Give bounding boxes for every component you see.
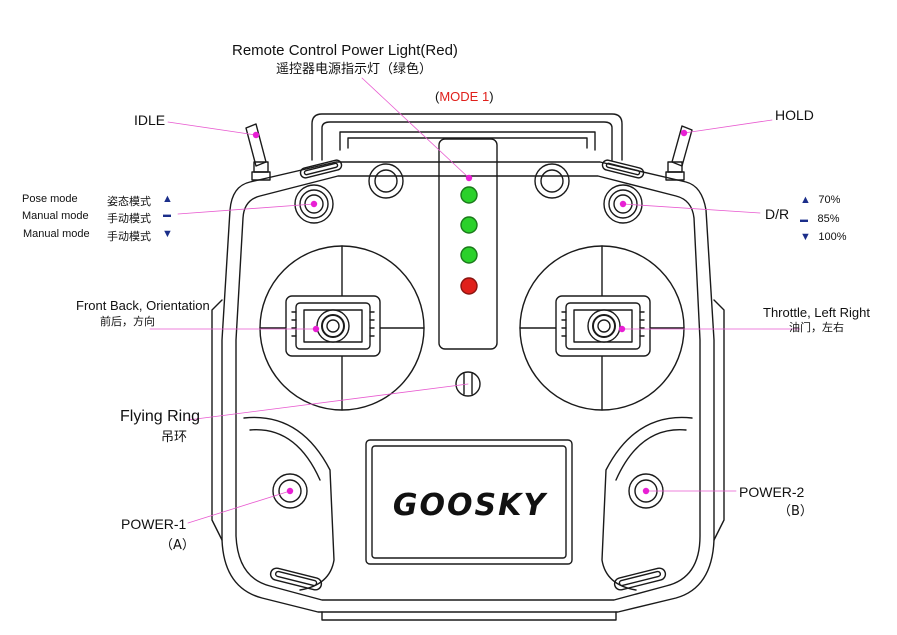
left-stick-label-cn: 前后，方向 xyxy=(100,315,155,328)
marker-power-1 xyxy=(286,487,294,495)
leader-lines xyxy=(149,77,801,524)
idle-switch xyxy=(245,123,271,181)
dr-item-value: 70% xyxy=(818,194,841,206)
carry-handle xyxy=(311,113,623,161)
power-light-title-cn: 遥控器电源指示灯（绿色） xyxy=(276,62,433,77)
led-green-2 xyxy=(460,216,478,234)
idle-label: IDLE xyxy=(134,112,166,128)
up-triangle-icon: ▲ xyxy=(800,194,811,206)
mode-item-en: Manual mode xyxy=(23,228,90,240)
power-1-sub: （A） xyxy=(160,538,195,553)
mode-item-en: Manual mode xyxy=(22,210,89,222)
controller-body xyxy=(211,161,725,621)
power-light-title: Remote Control Power Light(Red) xyxy=(232,42,458,59)
dr-switch-knob xyxy=(603,184,643,224)
led-panel xyxy=(438,138,498,350)
mode-item-cn: 手动模式 xyxy=(107,230,151,243)
mode-item-cn: 姿态模式 xyxy=(107,195,151,208)
dr-item-value: 100% xyxy=(818,231,847,243)
marker-hold xyxy=(680,129,688,137)
top-vents xyxy=(299,159,645,179)
dash-icon: ▬ xyxy=(163,210,171,219)
dr-item-70: ▲ 70% xyxy=(800,190,840,208)
up-triangle-icon: ▲ xyxy=(162,193,173,205)
led-red xyxy=(460,277,478,295)
flying-ring-label-cn: 吊环 xyxy=(161,430,188,445)
marker-right-stick xyxy=(618,325,626,333)
mode-item-en: Pose mode xyxy=(22,193,78,205)
markers xyxy=(252,129,688,495)
right-stick-label-cn: 油门，左右 xyxy=(789,321,844,334)
dr-label: D/R xyxy=(765,206,790,222)
dash-icon: ▬ xyxy=(800,215,808,224)
down-triangle-icon: ▼ xyxy=(162,228,173,240)
flying-ring-label: Flying Ring xyxy=(120,408,201,425)
dr-item-85: ▬ 85% xyxy=(800,209,839,227)
power-2-label: POWER-2 xyxy=(739,484,805,500)
mode-indicator: (MODE 1) xyxy=(435,90,494,103)
marker-dr-switch xyxy=(619,200,627,208)
mode-open: ( xyxy=(435,89,440,104)
mode-close: ) xyxy=(489,89,494,104)
hold-label: HOLD xyxy=(775,107,814,123)
right-gimbal xyxy=(519,245,685,411)
dr-item-value: 85% xyxy=(817,213,840,225)
flying-ring xyxy=(455,371,481,397)
led-green-1 xyxy=(460,186,478,204)
left-stick-label: Front Back, Orientation xyxy=(76,298,210,313)
top-buttons xyxy=(368,163,570,199)
dr-item-100: ▼ 100% xyxy=(800,227,846,245)
marker-mode-switch xyxy=(310,200,318,208)
marker-power-light xyxy=(465,174,473,182)
left-gimbal xyxy=(259,245,425,411)
down-triangle-icon: ▼ xyxy=(800,231,811,243)
marker-left-stick xyxy=(312,325,320,333)
logo-screen xyxy=(365,439,573,565)
mode-label: MODE 1 xyxy=(439,89,490,104)
led-green-3 xyxy=(460,246,478,264)
marker-power-2 xyxy=(642,487,650,495)
bottom-vents xyxy=(269,567,667,591)
mode-item-cn: 手动模式 xyxy=(107,212,151,225)
power-2-sub: （B） xyxy=(778,504,813,519)
power-1-label: POWER-1 xyxy=(121,516,187,532)
mode-switch-knob xyxy=(294,184,334,224)
hold-switch xyxy=(665,125,693,181)
marker-idle xyxy=(252,131,260,139)
right-stick-label: Throttle, Left Right xyxy=(763,305,870,320)
brand-logo: GOOSKY xyxy=(392,488,548,523)
